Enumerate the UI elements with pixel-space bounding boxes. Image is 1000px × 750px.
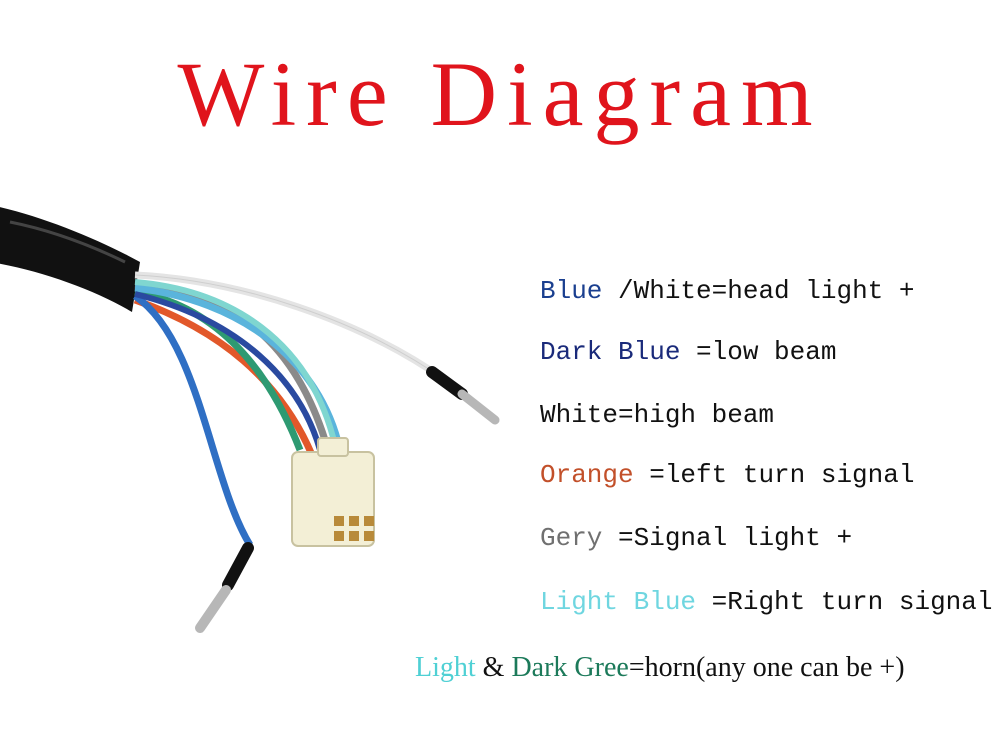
connector-latch xyxy=(317,437,349,457)
legend-line-green-horn: Light & Dark Gree=horn(any one can be +) xyxy=(415,653,905,683)
legend-text: =left turn signal xyxy=(633,460,915,490)
legend-line-blue-white: Blue /White=head light + xyxy=(540,276,914,306)
blue-wire-terminal xyxy=(195,585,231,633)
legend-line-grey: Gery =Signal light + xyxy=(540,523,852,553)
legend-text: & xyxy=(475,652,512,683)
blue-wire xyxy=(133,293,253,547)
sheath-highlight xyxy=(9,220,126,264)
legend-text: =Signal light + xyxy=(602,523,853,553)
connector-housing xyxy=(291,451,375,547)
white-wire-heatshrink xyxy=(426,366,468,400)
harness-sheath xyxy=(0,207,140,312)
light-green-wire xyxy=(134,279,338,446)
legend-line-dark-blue: Dark Blue =low beam xyxy=(540,337,836,367)
white-wire-terminal xyxy=(457,389,500,425)
legend-line-orange: Orange =left turn signal xyxy=(540,460,914,490)
legend-text: Light Blue xyxy=(540,587,697,617)
legend-text: Dark Blue xyxy=(540,337,681,367)
legend-text: Dark Gree xyxy=(511,652,629,683)
orange-wire xyxy=(133,296,316,457)
legend-text: =low beam xyxy=(680,337,837,367)
page-title: Wire Diagram xyxy=(177,43,823,145)
connector-pins xyxy=(334,516,374,541)
blue-wire-heatshrink xyxy=(222,542,254,591)
legend-text: Blue xyxy=(540,276,603,306)
legend-line-white: White=high beam xyxy=(540,400,774,430)
legend-text: Light xyxy=(415,652,476,683)
dark-blue-wire xyxy=(134,291,323,451)
legend-text: Orange xyxy=(540,460,634,490)
legend-text: /White=head light + xyxy=(602,276,915,306)
white-wire-outline xyxy=(134,274,446,381)
legend-text: =horn(any one can be +) xyxy=(628,652,905,683)
legend-text: Gery xyxy=(540,523,603,553)
legend-line-light-blue: Light Blue =Right turn signal xyxy=(540,587,992,617)
legend-text: White=high beam xyxy=(540,400,775,430)
legend-text: =Right turn signal xyxy=(696,587,993,617)
